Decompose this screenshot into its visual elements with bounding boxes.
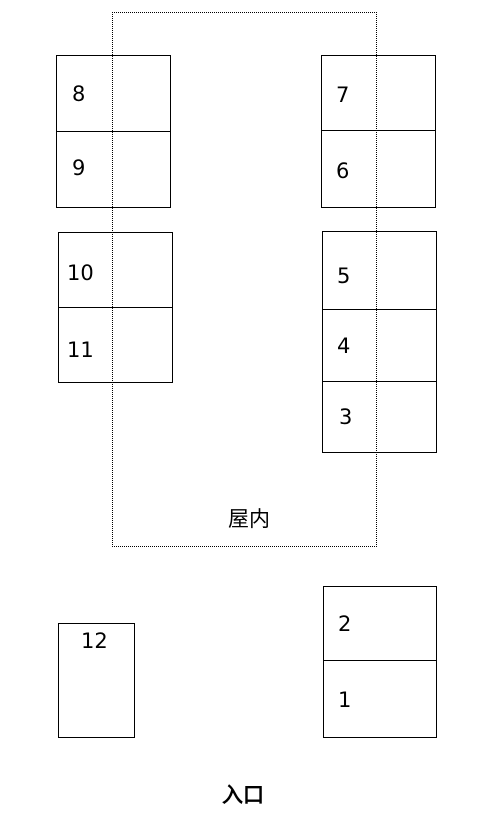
slot-number: 5: [337, 264, 351, 288]
parking-slot-1[interactable]: 1: [323, 660, 437, 738]
slot-number: 3: [339, 405, 353, 429]
slot-number: 4: [337, 334, 351, 358]
parking-slot-9[interactable]: 9: [56, 131, 171, 208]
slot-number: 2: [338, 612, 352, 636]
indoor-zone: [112, 12, 377, 547]
indoor-label: 屋内: [228, 507, 270, 531]
slot-number: 11: [67, 338, 94, 362]
parking-slot-5[interactable]: 5: [322, 231, 437, 310]
parking-slot-12[interactable]: 12: [58, 623, 135, 738]
parking-slot-7[interactable]: 7: [321, 55, 436, 131]
slot-number: 9: [72, 156, 86, 180]
slot-number: 7: [336, 83, 350, 107]
entrance-label: 入口: [222, 783, 264, 807]
parking-slot-4[interactable]: 4: [322, 309, 437, 382]
parking-slot-8[interactable]: 8: [56, 55, 171, 132]
slot-number: 6: [336, 159, 350, 183]
parking-slot-3[interactable]: 3: [322, 381, 437, 453]
parking-slot-10[interactable]: 10: [58, 232, 173, 308]
slot-number: 1: [338, 688, 352, 712]
slot-number: 12: [81, 629, 108, 653]
parking-slot-2[interactable]: 2: [323, 586, 437, 661]
parking-slot-6[interactable]: 6: [321, 130, 436, 208]
slot-number: 8: [72, 82, 86, 106]
parking-slot-11[interactable]: 11: [58, 307, 173, 383]
slot-number: 10: [67, 261, 94, 285]
